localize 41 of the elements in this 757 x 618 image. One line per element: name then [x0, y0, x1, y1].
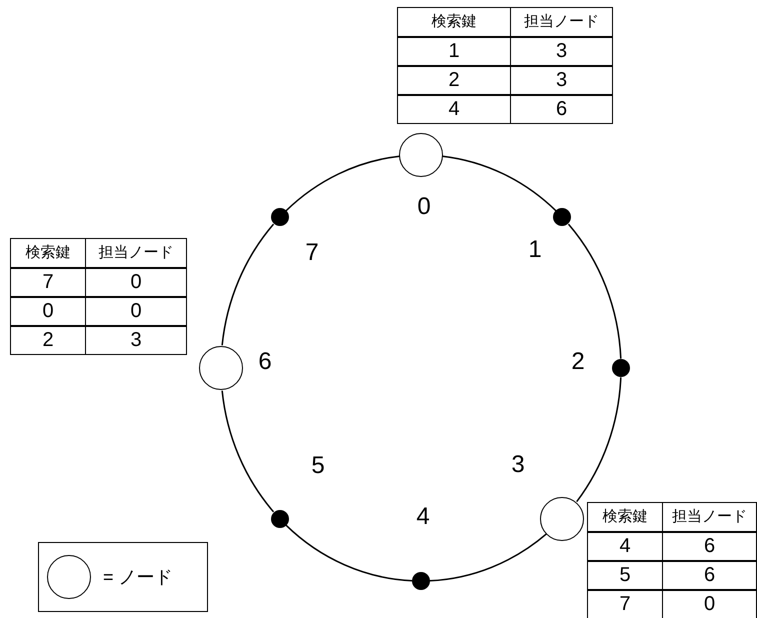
- table-cell: 7: [588, 590, 662, 618]
- table-cell: 0: [662, 590, 756, 618]
- ring-arc: [221, 224, 274, 346]
- ring-arc: [430, 533, 547, 582]
- table-cell: 6: [662, 532, 756, 560]
- ring-arc: [221, 390, 274, 512]
- ring-arc: [576, 377, 622, 502]
- position-number: 0: [417, 195, 431, 219]
- legend-text: = ノード: [103, 566, 173, 588]
- table-cell: 4: [398, 94, 510, 124]
- table-cell: 7: [10, 268, 86, 296]
- position-number: 7: [305, 241, 319, 265]
- header-cell: 検索鍵: [588, 502, 662, 532]
- position-number: 2: [571, 350, 585, 374]
- ring-arc: [285, 524, 412, 582]
- position-number: 6: [258, 350, 272, 374]
- table-cell: 3: [510, 66, 612, 94]
- table-cell: 3: [510, 36, 612, 66]
- table-cell: 6: [510, 94, 612, 124]
- table-cell: 1: [398, 36, 510, 66]
- header-cell: 担当ノード: [662, 502, 756, 532]
- table-cell: 2: [10, 326, 86, 354]
- table-cell: 5: [588, 560, 662, 590]
- header-cell: 検索鍵: [10, 238, 86, 268]
- ring-arc: [285, 155, 400, 212]
- ring-arc: [568, 224, 622, 359]
- table-cell: 4: [588, 532, 662, 560]
- ring-arc: [442, 155, 557, 212]
- table-cell: 2: [398, 66, 510, 94]
- table-cell: 0: [10, 296, 86, 326]
- header-cell: 検索鍵: [398, 8, 510, 36]
- header-cell: 担当ノード: [510, 8, 612, 36]
- table-cell: 6: [662, 560, 756, 590]
- position-number: 5: [311, 454, 325, 478]
- table-cell: 3: [86, 326, 186, 354]
- table-cell: 0: [86, 268, 186, 296]
- position-number: 3: [511, 453, 525, 477]
- position-number: 1: [528, 238, 542, 262]
- table-cell: 0: [86, 296, 186, 326]
- position-number: 4: [416, 505, 430, 529]
- header-cell: 担当ノード: [86, 238, 186, 268]
